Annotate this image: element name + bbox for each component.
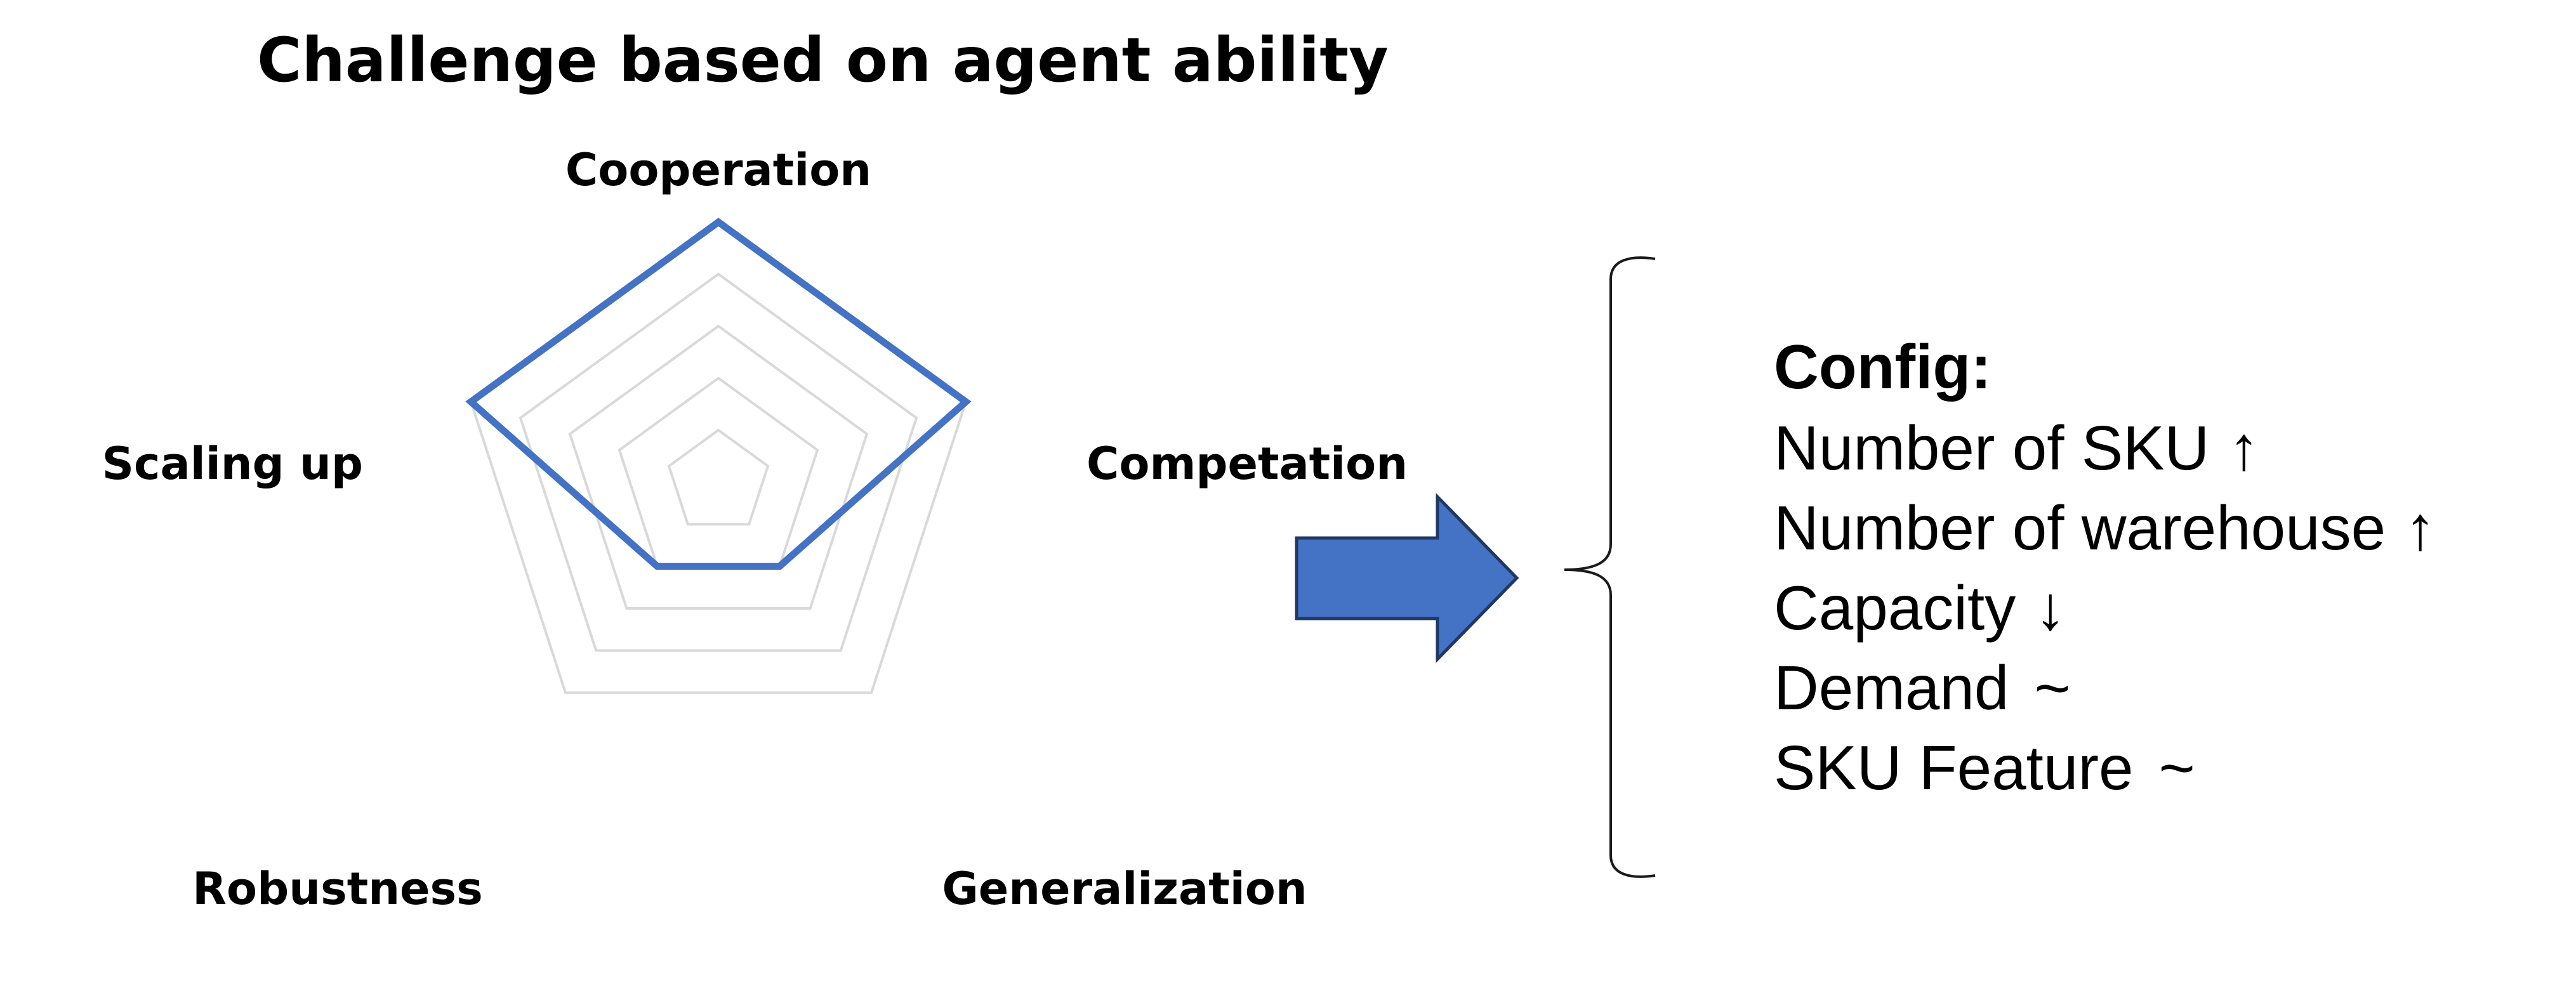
config-item-label: SKU Feature (1774, 733, 2133, 803)
radar-grid-ring (667, 428, 770, 526)
config-item-label: Number of warehouse (1774, 493, 2386, 563)
arrow-up-icon: ↑ (2405, 493, 2436, 563)
radar-axis-label-robustness: Robustness (192, 863, 483, 915)
radar-grid (469, 220, 968, 694)
radar-grid-ring (568, 324, 869, 610)
config-item: Number of SKU ↑ (1774, 413, 2259, 483)
config-item-label: Number of SKU (1774, 413, 2209, 483)
config-item: Demand ~ (1774, 653, 2071, 723)
config-item: Capacity ↓ (1774, 573, 2066, 643)
config-item-label: Capacity (1774, 573, 2016, 643)
radar-series-line (465, 218, 972, 570)
config-item: Number of warehouse ↑ (1774, 493, 2436, 563)
radar-grid-ring (469, 220, 968, 694)
right-arrow-icon (1295, 492, 1519, 664)
arrow-down-icon: ↓ (2035, 573, 2066, 643)
tilde-icon: ~ (2034, 653, 2070, 723)
radar-axis-label-competation: Competation (1087, 438, 1408, 490)
radar-grid-ring (618, 376, 819, 568)
radar-axis-label-scaling-up: Scaling up (102, 438, 363, 490)
config-item-label: Demand (1774, 653, 2009, 723)
radar-series (465, 218, 972, 570)
config-list: Number of SKU ↑ Number of warehouse ↑ Capaci… (1774, 413, 2436, 803)
arrow-up-icon: ↑ (2228, 413, 2259, 483)
curly-brace-icon (1564, 256, 1656, 878)
radar-axis-label-cooperation: Cooperation (565, 144, 871, 196)
config-item: SKU Feature ~ (1774, 733, 2195, 803)
diagram-title: Challenge based on agent ability (257, 25, 1389, 96)
radar-axis-label-generalization: Generalization (942, 863, 1307, 915)
config-heading: Config: (1774, 332, 1991, 402)
config-panel: Config: Number of SKU↑Number of warehous… (1774, 332, 2436, 803)
radar-grid-ring (519, 272, 918, 652)
tilde-icon: ~ (2158, 733, 2195, 803)
